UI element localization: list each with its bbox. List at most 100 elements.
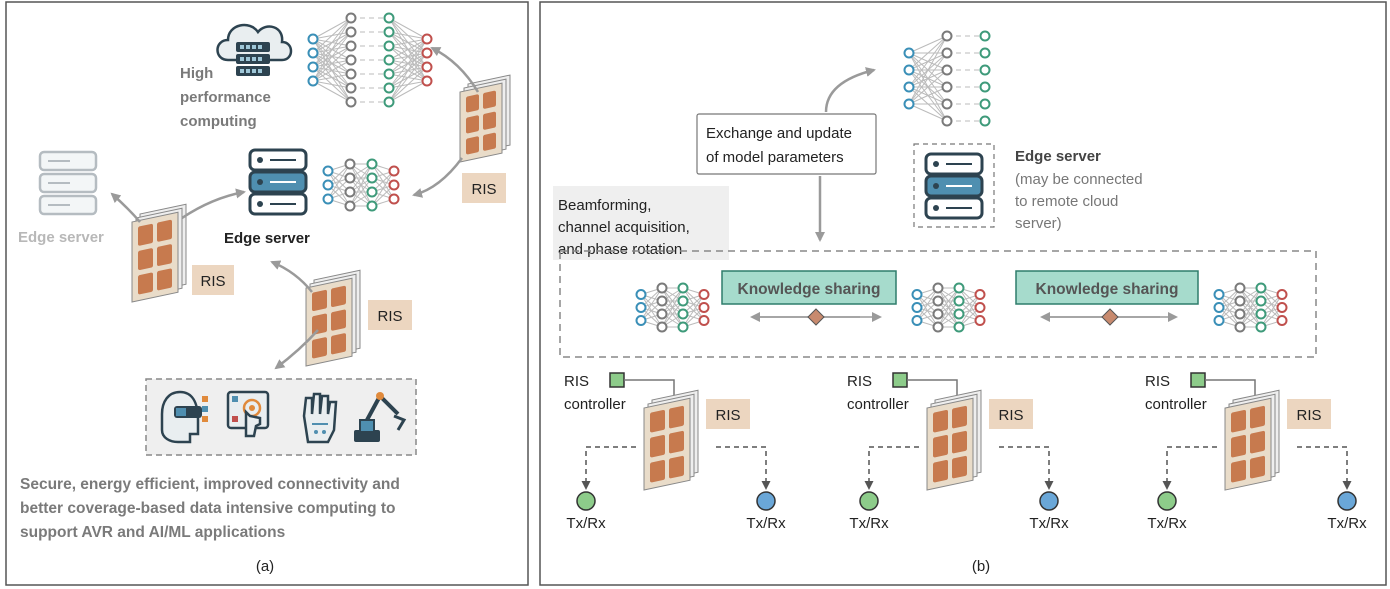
nn-edge: [908, 52, 948, 105]
nn-node: [698, 302, 710, 313]
txrx-node-icon: [756, 491, 776, 511]
txrx-node-icon: [859, 491, 879, 511]
nn-node: [656, 321, 668, 333]
nn-node: [1276, 302, 1288, 313]
nn-node: [932, 308, 944, 320]
ris-label-box: [192, 265, 234, 295]
nn-node: [903, 81, 915, 93]
nn-edge: [388, 38, 428, 61]
nn-edge: [388, 80, 428, 103]
nn-node: [322, 165, 334, 177]
edge-server-b-title: Edge server: [1015, 148, 1101, 165]
nn-edge: [1239, 300, 1262, 328]
ris-label: RIS: [471, 181, 496, 198]
knowledge-sharing-box: [721, 270, 897, 305]
panel-b-label: (b): [972, 558, 990, 575]
nn-node: [698, 289, 710, 300]
nn-node: [307, 47, 319, 59]
neural-network-icon: [307, 12, 433, 108]
ris-panel-icon: [131, 203, 187, 303]
nn-node: [383, 96, 395, 108]
nn-node: [388, 179, 400, 191]
arrow-ris-to-edge-net: [412, 157, 464, 198]
ris-panel-icon: [643, 389, 699, 491]
caption-line-2: better coverage-based data intensive com…: [20, 500, 396, 517]
nn-node: [366, 158, 378, 170]
nn-node: [383, 40, 395, 52]
nn-node: [307, 33, 319, 45]
nn-node: [307, 61, 319, 73]
nn-node: [366, 172, 378, 184]
ris-tile: [312, 289, 327, 312]
ris-tile: [952, 455, 967, 479]
nn-node: [979, 115, 991, 127]
nn-edge: [1260, 294, 1283, 328]
link-arrow: [1297, 446, 1352, 490]
nn-edge: [312, 73, 352, 82]
ris-tile: [952, 405, 967, 429]
nn-edge: [908, 86, 948, 105]
diamond-icon: [1101, 308, 1119, 326]
nn-node: [388, 193, 400, 205]
ris-tile: [331, 285, 346, 307]
ris-controller-label: RIS: [564, 373, 589, 390]
neural-network-icon: [322, 158, 400, 212]
arrow-ris-to-hpc: [430, 46, 480, 93]
nn-node: [366, 200, 378, 212]
nn-node: [903, 47, 915, 59]
link-arrow: [716, 446, 771, 490]
panel-a-frame: [5, 1, 529, 586]
ris-controller-label: RIS: [1145, 373, 1170, 390]
link-arrow: [864, 446, 919, 490]
nn-node: [903, 64, 915, 76]
nn-node: [1234, 295, 1246, 307]
nn-edge: [937, 287, 960, 328]
nn-node: [344, 172, 356, 184]
nn-edge: [388, 38, 428, 75]
nn-node: [979, 81, 991, 93]
nn-node: [941, 115, 953, 127]
ris-tile: [157, 268, 172, 291]
nn-node: [383, 54, 395, 66]
nn-node: [656, 308, 668, 320]
nn-node: [932, 295, 944, 307]
hpc-label-line-3: computing: [180, 113, 257, 130]
controller-link: [907, 379, 958, 398]
nn-edge: [349, 163, 373, 207]
nn-node: [344, 158, 356, 170]
robot-hand-icon: [302, 392, 338, 444]
txrx-label: Tx/Rx: [1029, 515, 1069, 532]
ris-tile: [466, 115, 479, 134]
nn-edge: [312, 17, 352, 82]
nn-node: [941, 98, 953, 110]
ris-tile: [138, 223, 153, 246]
nn-edge: [388, 52, 428, 103]
touch-screen-icon: [226, 390, 270, 438]
ris-tile: [650, 409, 665, 433]
nn-node: [1255, 308, 1267, 320]
nn-node: [345, 40, 357, 52]
nn-edge: [327, 163, 351, 200]
ris-tile: [1231, 434, 1246, 458]
beamforming-line-1: Beamforming,: [558, 197, 651, 214]
nn-edge: [388, 38, 428, 89]
nn-node: [1255, 321, 1267, 333]
ris-tile: [933, 409, 948, 433]
ris-label: RIS: [377, 308, 402, 325]
nn-node: [345, 54, 357, 66]
nn-edge: [1218, 287, 1241, 321]
arrow-ris-to-edge-label: [270, 260, 313, 293]
ris-tile: [138, 272, 153, 295]
nn-node: [941, 64, 953, 76]
nn-node: [635, 315, 647, 326]
nn-edge: [388, 66, 428, 103]
nn-node: [1234, 282, 1246, 294]
vr-headset-icon: [160, 390, 208, 444]
ris-controller-icon: [609, 372, 625, 388]
ris-tile: [483, 132, 496, 151]
ris-tile: [669, 430, 684, 454]
nn-node: [974, 315, 986, 326]
knowledge-sharing-box: [1015, 270, 1199, 305]
